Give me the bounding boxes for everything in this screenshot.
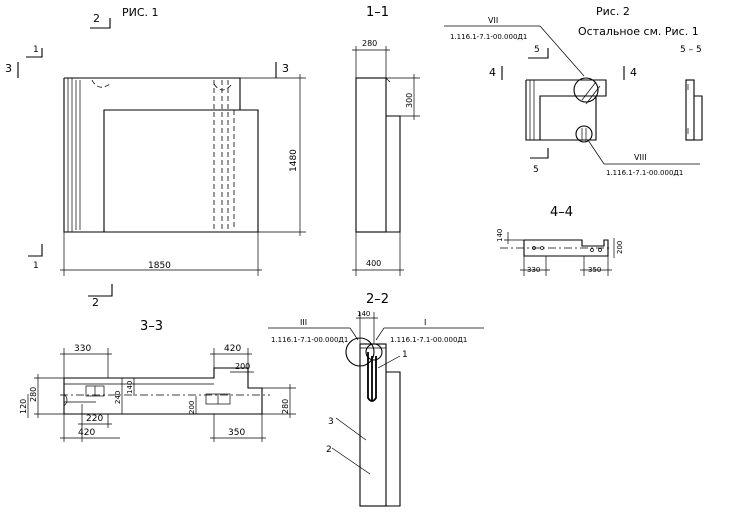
dim-3-3-350: 350	[228, 428, 245, 438]
fig-1-title: РИС. 1	[122, 6, 159, 19]
section-4-4: 4–4 140 200 330 350	[496, 205, 624, 276]
cut-4-left-label: 4	[489, 66, 496, 79]
dim-3-3-330: 330	[74, 344, 91, 354]
node-viii-ref: 1.116.1-7.1-00.000Д1	[606, 169, 683, 177]
node-vii-ref: 1.116.1-7.1-00.000Д1	[450, 33, 527, 41]
node-iii-ref: 1.116.1-7.1-00.000Д1	[271, 336, 348, 344]
callout-3: 3	[328, 417, 334, 427]
cut-1-top-label: 1	[33, 45, 39, 55]
dim-3-3-220: 220	[86, 414, 103, 424]
dim-4-4-200: 200	[616, 241, 624, 254]
dim-3-3-420-top: 420	[224, 344, 241, 354]
cut-2-bottom-label: 2	[92, 296, 99, 309]
node-i-label: I	[424, 318, 426, 327]
section-2-2-title: 2–2	[366, 292, 389, 307]
cut-4-right-label: 4	[630, 66, 637, 79]
dim-height: 1480	[289, 149, 299, 172]
dim-4-4-330: 330	[527, 266, 540, 274]
fig-1-elevation: РИС. 1 2 1 3 3 1	[5, 6, 306, 309]
dim-width: 1850	[148, 261, 171, 271]
dim-1-1-side: 300	[405, 93, 414, 108]
section-1-1: 1–1 280 300 400	[352, 5, 420, 276]
dim-1-1-bottom: 400	[366, 259, 381, 268]
section-3-3: 3–3 330 420 200 280 120 240 140	[19, 319, 296, 442]
fig-2-title: Рис. 2	[596, 5, 630, 18]
cut-1-bottom-label: 1	[33, 261, 39, 271]
cut-5-top-label: 5	[534, 45, 540, 55]
section-4-4-title: 4–4	[550, 205, 573, 220]
fig-2-cut-5-5: 5 – 5	[680, 45, 702, 55]
node-viii-label: VIII	[634, 153, 647, 162]
node-iii-label: III	[300, 318, 307, 327]
dim-3-3-200-top: 200	[235, 362, 250, 371]
cut-2-top-label: 2	[93, 12, 100, 25]
dim-3-3-420-bottom: 420	[78, 428, 95, 438]
dim-3-3-140: 140	[126, 381, 134, 394]
fig-2-subtitle: Остальное см. Рис. 1	[578, 25, 699, 38]
dim-4-4-350: 350	[588, 266, 601, 274]
dim-2-2-140: 140	[357, 310, 370, 318]
callout-1: 1	[402, 350, 408, 360]
dim-3-3-280-left: 280	[29, 387, 38, 402]
dim-3-3-120: 120	[19, 399, 28, 414]
cut-3-right-label: 3	[282, 62, 289, 75]
dim-3-3-200-mid: 200	[188, 401, 196, 414]
section-2-2: 2–2 III 1.116.1-7.1-00.000Д1 I 1.116.1-7…	[268, 292, 484, 507]
dim-1-1-top: 280	[362, 39, 377, 48]
section-3-3-title: 3–3	[140, 319, 163, 334]
fig-2-elevation: Рис. 2 Остальное см. Рис. 1 5 – 5 VII 1.…	[444, 5, 703, 177]
node-i-ref: 1.116.1-7.1-00.000Д1	[390, 336, 467, 344]
dim-3-3-280-right: 280	[281, 399, 290, 414]
callout-2: 2	[326, 445, 332, 455]
section-1-1-title: 1–1	[366, 5, 389, 20]
dim-4-4-140: 140	[496, 229, 504, 242]
node-vii-label: VII	[488, 16, 498, 25]
cut-3-left-label: 3	[5, 62, 12, 75]
cut-5-bottom-label: 5	[533, 165, 539, 175]
dim-3-3-240: 240	[114, 391, 122, 404]
